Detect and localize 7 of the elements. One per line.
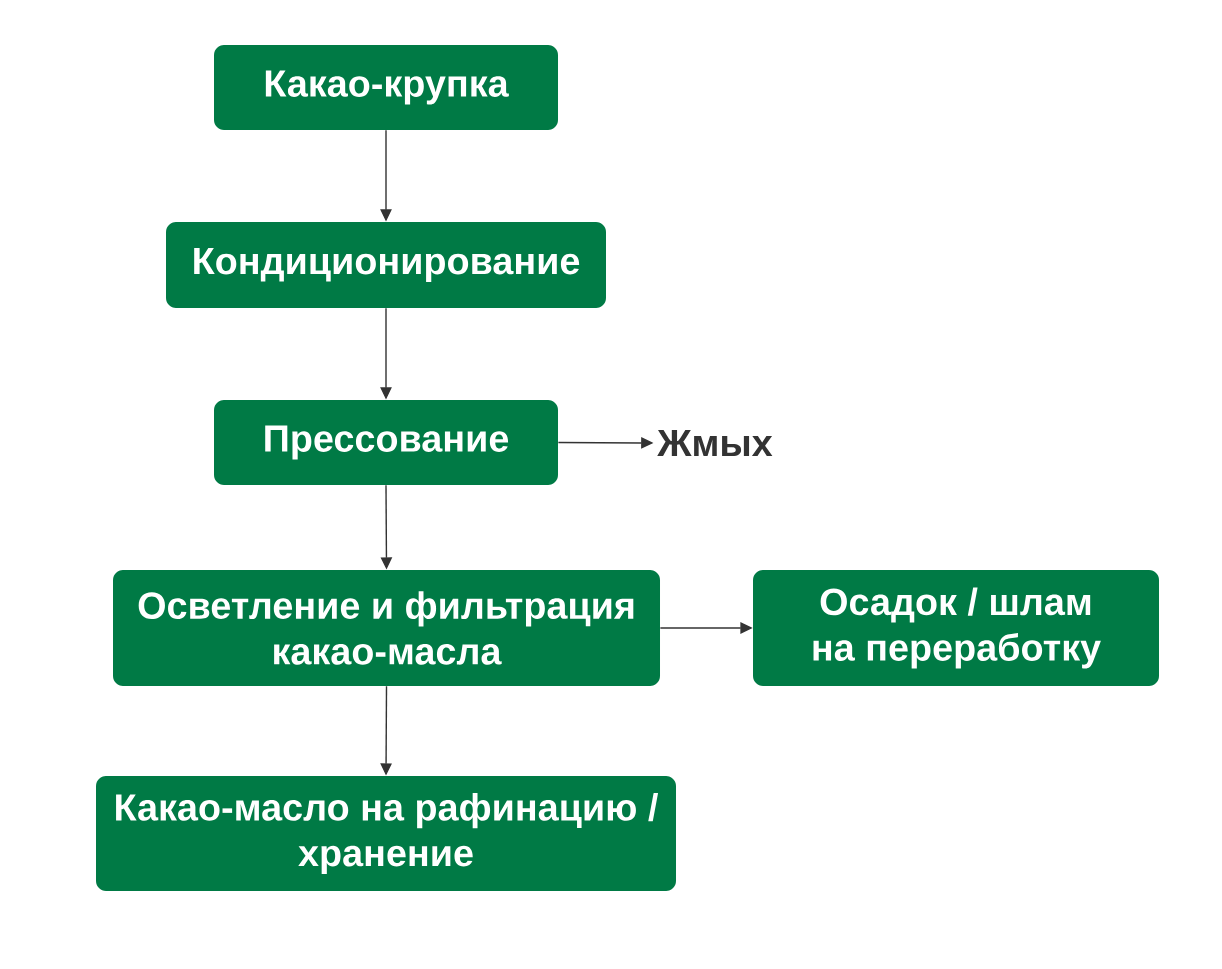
- process-box: Кондиционирование: [166, 222, 606, 308]
- process-box: Какао-крупка: [214, 45, 558, 130]
- process-box: Осветление и фильтрация какао-масла: [113, 570, 660, 686]
- process-box: Осадок / шлам на переработку: [753, 570, 1159, 686]
- process-box: Прессование: [214, 400, 558, 485]
- output-label: Жмых: [657, 430, 773, 456]
- process-box: Какао-масло на рафинацию / хранение: [96, 776, 676, 891]
